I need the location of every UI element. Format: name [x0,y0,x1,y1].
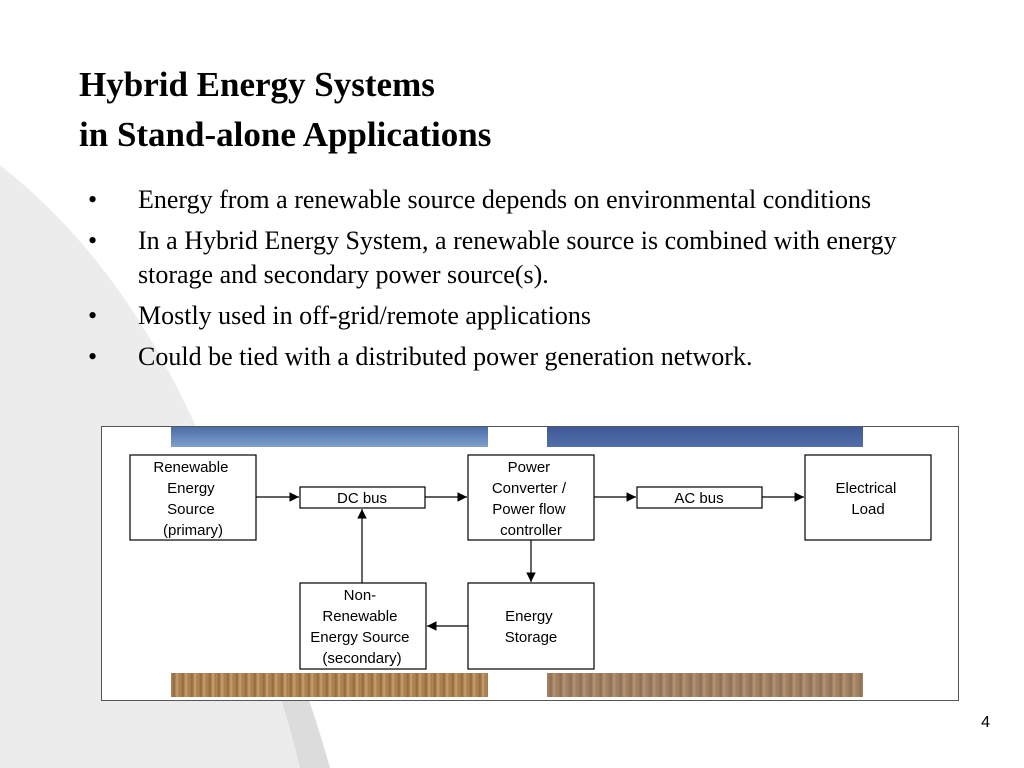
power-converter-box: Power Converter / Power flow controller [467,454,595,541]
hybrid-system-figure: Renewable Energy Source (primary) DC bus… [101,426,959,701]
svg-text:Non- Renewable: Non- Renewable Energy Source (secondary) [310,587,413,667]
ac-bus-box: AC bus [636,486,763,509]
bullet-list: • Energy from a renewable source depends… [88,183,978,381]
title-line-2: in Stand-alone Applications [79,115,492,154]
ground-photo-right [547,673,863,697]
block-diagram: Renewable Energy Source (primary) DC bus… [129,454,932,670]
nonrenewable-label-line: Non- [344,587,377,604]
nonrenewable-label-line: Energy Source [310,629,409,646]
bullet-icon: • [88,342,98,371]
bullet-icon: • [88,226,98,255]
ground-photo-left [171,673,488,697]
storage-label-line: Storage [505,629,558,646]
storage-label-line: Energy [505,608,553,625]
renewable-source-box: Renewable Energy Source (primary) [129,454,257,541]
bullet-item: • Mostly used in off-grid/remote applica… [88,299,978,333]
bullet-text: Mostly used in off-grid/remote applicati… [138,301,591,330]
svg-text:Electrical Load: Electrical Load [835,480,900,518]
load-label-line: Electrical [835,480,896,497]
converter-label-line: Power [508,459,551,476]
svg-text:Power Converter /: Power Converter / Power flow controller [492,459,570,539]
renewable-label-line: Source [167,501,215,518]
bullet-item: • Could be tied with a distributed power… [88,340,978,374]
ac-bus-label: AC bus [674,490,723,507]
renewable-label-line: (primary) [163,522,223,539]
converter-label-line: Power flow [492,501,566,518]
dc-bus-label: DC bus [337,490,387,507]
bullet-icon: • [88,185,98,214]
load-label-line: Load [851,501,884,518]
title-line-1: Hybrid Energy Systems [79,65,435,104]
bullet-item: • Energy from a renewable source depends… [88,183,978,217]
nonrenewable-label-line: Renewable [322,608,397,625]
bullet-icon: • [88,301,98,330]
renewable-label-line: Renewable [153,459,228,476]
converter-label-line: Converter / [492,480,567,497]
page-number: 4 [981,714,990,731]
bullet-text: Energy from a renewable source depends o… [138,185,872,214]
bullet-text: Could be tied with a distributed power g… [138,342,753,371]
svg-text:Renewable Energy: Renewable Energy Source (primary) [153,459,232,539]
dc-bus-box: DC bus [299,486,426,509]
nonrenewable-label-line: (secondary) [322,650,401,667]
renewable-label-line: Energy [167,480,215,497]
converter-label-line: controller [500,522,562,539]
svg-text:Energy Storage: Energy Storage [505,608,558,646]
energy-storage-box: Energy Storage [467,582,595,670]
bullet-item: • In a Hybrid Energy System, a renewable… [88,224,978,292]
diagram-canvas: Renewable Energy Source (primary) DC bus… [129,447,932,673]
slide-title: Hybrid Energy Systems in Stand-alone App… [79,60,491,160]
electrical-load-box: Electrical Load [804,454,932,541]
nonrenewable-source-box: Non- Renewable Energy Source (secondary) [299,582,427,670]
bullet-text: In a Hybrid Energy System, a renewable s… [138,226,897,289]
